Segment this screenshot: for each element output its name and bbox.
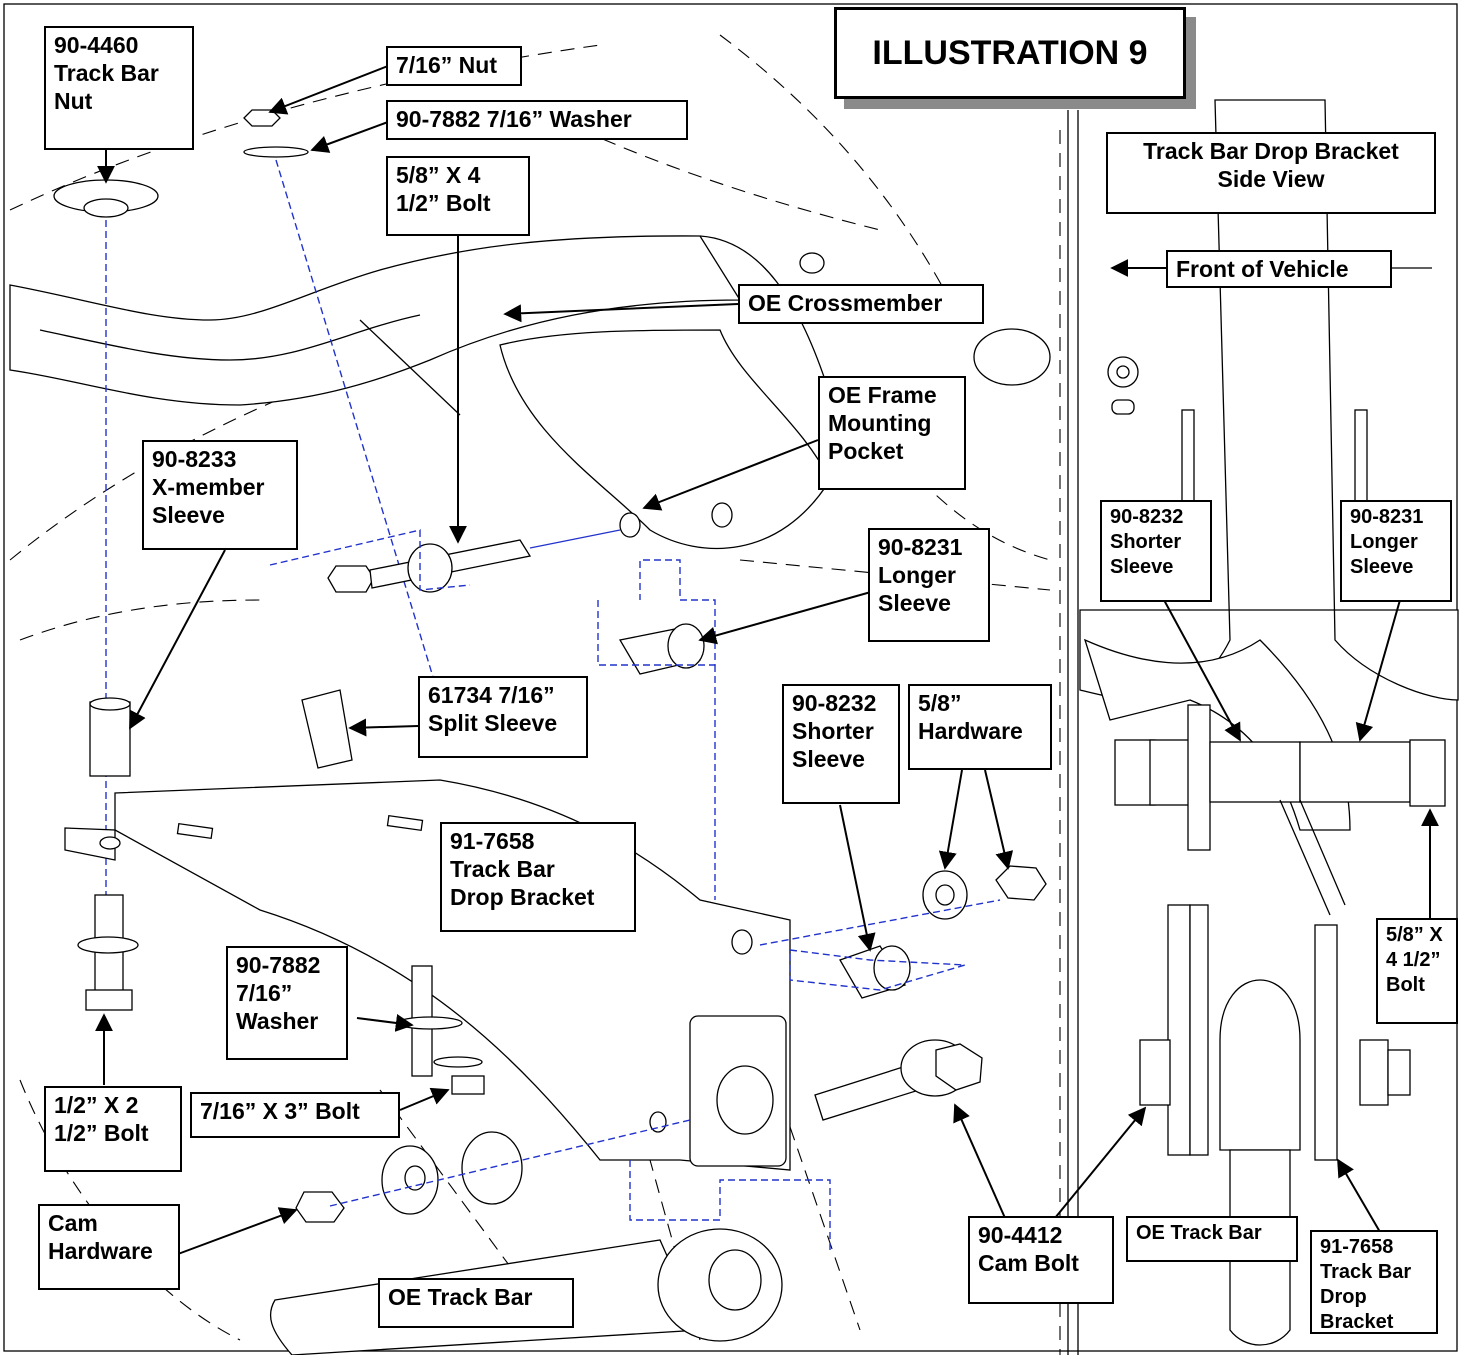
side-view-heading: Track Bar Drop Bracket Side View [1106,132,1436,214]
drop-bracket-side-label: 91-7658 Track Bar Drop Bracket [1310,1230,1438,1334]
cam-hardware-part [295,1119,691,1223]
side-view-artwork [1079,99,1459,1346]
illustration-title: ILLUSTRATION 9 [834,7,1186,99]
washer-7-16-top-label: 90-7882 7/16” Washer [386,100,688,140]
track-bar-nut-label: 90-4460 Track Bar Nut [44,26,194,150]
xmember-sleeve-label: 90-8233 X-member Sleeve [142,440,298,550]
shorter-sleeve-main-label: 90-8232 Shorter Sleeve [782,684,900,804]
bolt-1-2-label: 1/2” X 2 1/2” Bolt [44,1086,182,1172]
bolt-5-8-side-label: 5/8” X 4 1/2” Bolt [1376,918,1458,1024]
shorter-sleeve-part [839,945,911,999]
bolt-5-8-main-label: 5/8” X 4 1/2” Bolt [386,156,530,236]
longer-sleeve-side-label: 90-8231 Longer Sleeve [1340,500,1452,602]
split-sleeve-label: 61734 7/16” Split Sleeve [418,676,588,758]
split-sleeve-centerline [275,159,441,701]
hardware-5-8-label: 5/8” Hardware [908,684,1052,770]
bolt-7-16-x3-label: 7/16” X 3” Bolt [190,1092,400,1138]
oe-crossmember-label: OE Crossmember [738,284,984,324]
oe-frame-pocket-label: OE Frame Mounting Pocket [818,376,966,490]
longer-sleeve-part [618,623,705,675]
drop-bracket-main-label: 91-7658 Track Bar Drop Bracket [440,822,636,932]
five-eighths-bolt-top-part [327,529,621,593]
cam-bolt-part [814,1039,983,1121]
five-eighths-hardware-part [759,865,1047,946]
track-bar-nut-part [53,179,159,218]
nut-7-16-label: 7/16” Nut [386,46,522,86]
longer-sleeve-main-label: 90-8231 Longer Sleeve [868,528,990,642]
half-inch-bolt-part [77,894,139,1011]
nut-washer-top-part [243,109,441,701]
xmember-sleeve-part [89,697,131,777]
washer-7-16-lower-label: 90-7882 7/16” Washer [226,946,348,1060]
oe-track-bar-side-label: OE Track Bar [1126,1216,1298,1262]
shorter-sleeve-side-label: 90-8232 Shorter Sleeve [1100,500,1212,602]
oe-track-bar-main-label: OE Track Bar [378,1278,574,1328]
split-sleeve-part [301,689,353,769]
cam-bolt-label: 90-4412 Cam Bolt [968,1216,1114,1304]
oe-frame-mounting-pocket-shape [499,329,831,550]
cam-hardware-label: Cam Hardware [38,1204,180,1290]
leader-arrows [95,65,1439,1255]
front-of-vehicle-label: Front of Vehicle [1166,250,1392,288]
